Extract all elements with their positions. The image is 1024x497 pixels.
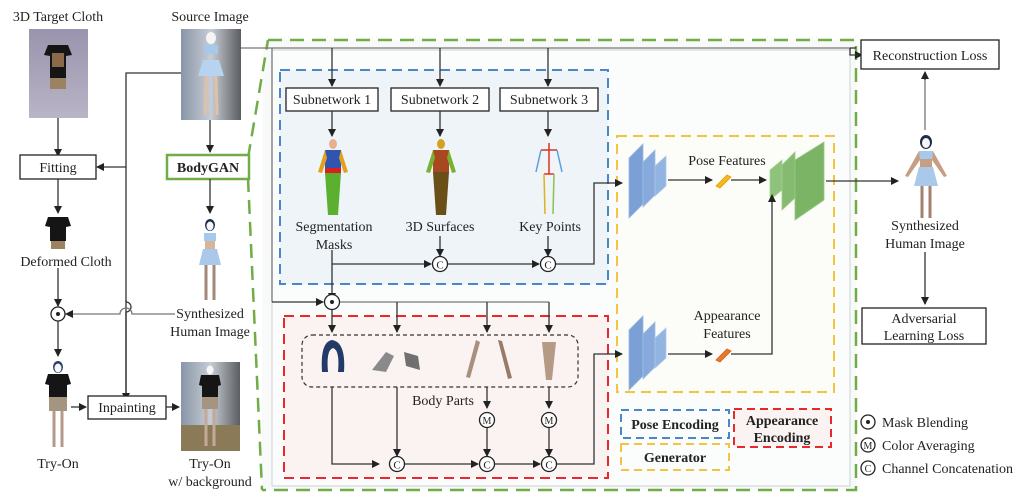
hair-part-icon [321, 340, 345, 372]
subnetwork-1-label: Subnetwork 1 [293, 93, 371, 108]
fitting-label: Fitting [39, 161, 76, 176]
svg-text:C: C [544, 260, 551, 272]
connector-recon [849, 48, 858, 56]
synth-human-left-line2: Human Image [170, 325, 250, 340]
appearance-encoder-blocks [628, 315, 667, 391]
legend-generator-label: Generator [644, 451, 706, 466]
svg-text:C: C [393, 460, 400, 472]
tryon-bg-line2: w/ background [168, 475, 252, 490]
svg-text:C: C [545, 460, 552, 472]
legend-generator: Generator [620, 443, 730, 471]
key-points-label: Key Points [519, 220, 581, 235]
legend-pose-encoding-label: Pose Encoding [631, 418, 719, 433]
arrow-pose-to-encoder [556, 179, 623, 265]
target-cloth-image [29, 29, 88, 118]
arms-part-icon [466, 340, 512, 379]
synthesized-human-image-left [199, 219, 221, 300]
segmentation-line2: Masks [316, 238, 353, 253]
mask-blend-op-center [323, 293, 341, 311]
subnetwork-3: Subnetwork 3 [499, 87, 599, 112]
color-averaging-icon [860, 437, 876, 453]
color-avg-op-legs: M [540, 411, 558, 429]
3d-surfaces-figure [426, 139, 456, 215]
symbol-legend-channel-concat: C Channel Concatenation [860, 460, 1013, 477]
concat-op-app-1: C [388, 455, 406, 473]
deformed-cloth-image [45, 217, 71, 249]
channel-concat-glyph: C [865, 464, 872, 475]
source-image [181, 29, 241, 120]
color-averaging-label: Color Averaging [882, 439, 975, 454]
legend-appearance-line2: Encoding [754, 431, 811, 446]
color-averaging-glyph: M [864, 441, 873, 452]
reconstruction-loss-box [860, 39, 1000, 70]
adversarial-loss-box [861, 307, 987, 345]
tryon-background-image [181, 362, 240, 451]
tryon-label: Try-On [37, 457, 79, 472]
svg-text:M: M [545, 416, 554, 427]
concat-op-app-2: C [478, 455, 496, 473]
decoder-blocks [769, 141, 825, 221]
channel-concat-icon [860, 460, 876, 476]
svg-text:M: M [483, 416, 492, 427]
svg-text:C: C [483, 460, 490, 472]
legend-appearance-line1: Appearance [746, 414, 818, 429]
legs-part-icon [542, 342, 556, 380]
pose-features-label: Pose Features [688, 154, 765, 169]
arrow-hair-to-concat [331, 387, 380, 468]
appearance-features-line1: Appearance [694, 309, 761, 324]
symbol-legend-mask-blending: Mask Blending [860, 414, 968, 431]
bodygan-box [165, 153, 251, 181]
synth-human-right-line2: Human Image [885, 237, 965, 252]
target-cloth-label: 3D Target Cloth [13, 10, 103, 25]
arrow-app-features-to-decoder [731, 194, 776, 355]
segmentation-mask-figure [318, 139, 348, 215]
hands-part-icon [372, 352, 420, 372]
pose-features-block [715, 174, 732, 189]
synth-human-left-line1: Synthesized [176, 307, 244, 322]
tryon-image [45, 361, 71, 447]
subnetwork-2-label: Subnetwork 2 [401, 93, 479, 108]
mask-blend-dot [56, 312, 60, 316]
reconstruction-loss-label: Reconstruction Loss [873, 49, 988, 64]
adversarial-loss-line1: Adversarial [891, 312, 956, 327]
appearance-features-block [715, 348, 732, 363]
legend-pose-encoding: Pose Encoding [620, 409, 730, 439]
pose-encoder-blocks [628, 143, 667, 219]
source-image-label: Source Image [171, 10, 248, 25]
legend-appearance-encoding: Appearance Encoding [733, 408, 832, 448]
arrow-source-to-fitting [96, 72, 181, 171]
concat-op-pose-1: C [431, 255, 449, 273]
channel-concat-label: Channel Concatenation [882, 462, 1013, 477]
synth-human-right-line1: Synthesized [891, 219, 959, 234]
body-parts-label: Body Parts [412, 394, 474, 409]
adversarial-loss-line2: Learning Loss [884, 329, 964, 344]
synthesized-human-image-right [905, 135, 947, 218]
svg-text:C: C [436, 260, 443, 272]
key-points-figure [535, 143, 563, 215]
line-synth-to-blend [67, 307, 175, 315]
subnetwork-3-label: Subnetwork 3 [510, 93, 588, 108]
color-avg-op-arms: M [478, 411, 496, 429]
concat-op-app-3: C [540, 455, 558, 473]
tryon-bg-line1: Try-On [189, 457, 231, 472]
subnetwork-2: Subnetwork 2 [390, 87, 490, 112]
line-source-to-inpainting [125, 167, 132, 397]
segmentation-line1: Segmentation [296, 220, 373, 235]
mask-blending-label: Mask Blending [882, 416, 968, 431]
appearance-features-line2: Features [703, 327, 750, 342]
arrow-appearance-to-encoder [557, 350, 623, 465]
subnetwork-1: Subnetwork 1 [285, 87, 379, 112]
body-parts-group [301, 334, 579, 388]
3d-surfaces-label: 3D Surfaces [406, 220, 475, 235]
deformed-cloth-label: Deformed Cloth [20, 255, 111, 270]
symbol-legend-color-averaging: M Color Averaging [860, 437, 975, 454]
concat-op-pose-2: C [539, 255, 557, 273]
inpainting-label: Inpainting [98, 401, 156, 416]
bodygan-label: BodyGAN [177, 161, 239, 176]
